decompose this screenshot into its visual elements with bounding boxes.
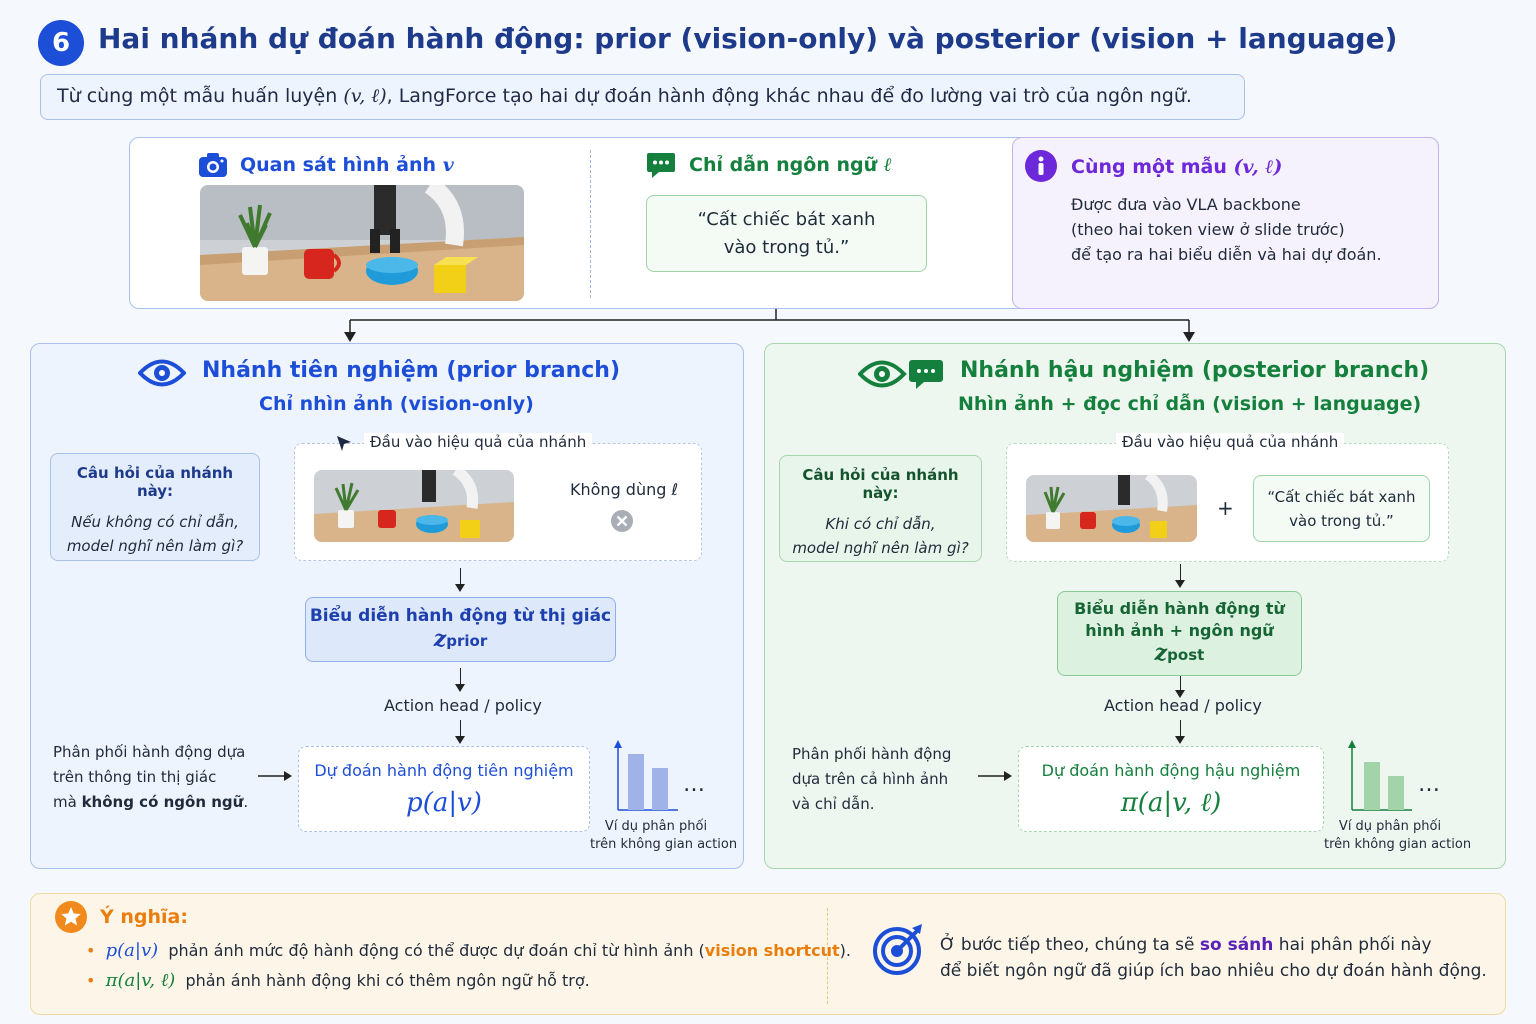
eye-icon [137,356,187,394]
next-step-line2: để biết ngôn ngữ đã giúp ích bao nhiêu c… [940,961,1487,981]
eye-chat-icon [857,356,944,396]
posterior-input-image [1026,475,1197,542]
posterior-instruction-box: “Cất chiếc bát xanh vào trong tủ.” [1253,475,1430,542]
posterior-arrow-3 [1175,720,1185,744]
posterior-representation-box: Biểu diễn hành động từ hình ảnh + ngôn n… [1057,591,1302,676]
z-prior: zprior [433,626,488,652]
star-icon [54,900,88,938]
same-sample-text: Được đưa vào VLA backbone (theo hai toke… [1071,192,1382,267]
posterior-branch-subtitle: Nhìn ảnh + đọc chỉ dẫn (vision + languag… [958,393,1422,415]
instruction-text-line2: vào trong tủ.” [723,237,850,258]
x-circle-icon [610,509,634,537]
input-divider [590,150,591,298]
same-sample-line1: Được đưa vào VLA backbone [1071,195,1301,214]
next-step-line1: Ở bước tiếp theo, chúng ta sẽ so sánh ha… [940,935,1432,955]
target-icon [872,922,926,980]
prior-arrow-1 [455,568,465,592]
z-post: zpost [1154,640,1205,666]
prior-distribution-line1: Phân phối hành động dựa [53,743,246,761]
subtitle-suffix: , LangForce tạo hai dự đoán hành động kh… [386,85,1192,107]
prior-representation-label: Biểu diễn hành động từ thị giác [309,606,612,626]
observation-image [200,185,524,301]
chat-icon [646,150,676,184]
prior-arrow-3 [455,720,465,744]
meaning-bullet-2: • π(a|v, ℓ) phản ánh hành động khi có th… [86,970,590,991]
prior-distribution-line2: trên thông tin thị giác [53,768,217,786]
info-icon [1025,150,1057,186]
prior-side-arrow [258,771,292,781]
prior-question-line2: model nghĩ nên làm gì? [66,537,244,555]
posterior-arrow-1 [1175,564,1185,588]
subtitle-prefix: Từ cùng một mẫu huấn luyện [57,85,344,107]
prior-distribution-line3: mà không có ngôn ngữ. [53,793,249,811]
posterior-distribution-text: Phân phối hành động dựa trên cả hình ảnh… [792,745,952,813]
same-sample-line3: để tạo ra hai biểu diễn và hai dự đoán. [1071,245,1382,264]
instruction-title: Chỉ dẫn ngôn ngữ ℓ [689,154,892,176]
posterior-question-box: Câu hỏi của nhánh này: Khi có chỉ dẫn, m… [779,455,982,562]
prior-effective-input-label: Đầu vào hiệu quả của nhánh [364,433,593,451]
posterior-prediction-formula: π(a|v, ℓ) [1120,788,1222,818]
meaning-divider [827,908,828,1004]
prior-input-image [314,470,514,542]
prior-question-box: Câu hỏi của nhánh này: Nếu không có chỉ … [50,453,260,561]
posterior-distribution-chart [1348,740,1412,811]
prior-no-language-label: Không dùng ℓ [570,480,679,499]
next-step-text: Ở bước tiếp theo, chúng ta sẽ so sánh ha… [940,932,1487,984]
posterior-question-line2: model nghĩ nên làm gì? [792,539,969,557]
prior-action-head-label: Action head / policy [384,696,542,715]
same-sample-title: Cùng một mẫu (v, ℓ) [1071,156,1283,178]
subtitle-formula: (v, ℓ) [343,85,387,107]
prior-chart-ellipsis: … [683,772,705,797]
meaning-title: Ý nghĩa: [100,906,188,928]
posterior-side-arrow [978,771,1012,781]
prior-question-head: Câu hỏi của nhánh này: [76,464,234,500]
posterior-prediction-title: Dự đoán hành động hậu nghiệm [1041,761,1301,780]
subtitle-box: Từ cùng một mẫu huấn luyện (v, ℓ), LangF… [40,74,1245,120]
observation-title: Quan sát hình ảnh v [240,154,454,176]
camera-icon [198,152,228,182]
posterior-prediction-box: Dự đoán hành động hậu nghiệm π(a|v, ℓ) [1018,746,1324,832]
posterior-question-head: Câu hỏi của nhánh này: [802,466,959,502]
prior-branch-subtitle: Chỉ nhìn ảnh (vision-only) [259,393,534,415]
posterior-effective-input-label: Đầu vào hiệu quả của nhánh [1116,433,1345,451]
meaning-panel [30,893,1506,1015]
prior-arrow-2 [455,668,465,692]
same-sample-line2: (theo hai token view ở slide trước) [1071,220,1345,239]
prior-chart-caption: Ví dụ phân phối trên không gian action [590,819,738,852]
same-sample-card [1012,137,1439,309]
posterior-chart-ellipsis: … [1418,772,1440,797]
meaning-bullet-1: • p(a|v) phản ánh mức độ hành động có th… [86,940,851,961]
prior-branch-title: Nhánh tiên nghiệm (prior branch) [202,358,620,383]
instruction-box: “Cất chiếc bát xanh vào trong tủ.” [646,195,927,272]
prior-representation-box: Biểu diễn hành động từ thị giác zprior [305,597,616,662]
prior-question-line1: Nếu không có chỉ dẫn, [71,513,239,531]
prior-distribution-text: Phân phối hành động dựa trên thông tin t… [53,740,248,815]
cursor-arrow-icon [334,433,354,457]
posterior-question-line1: Khi có chỉ dẫn, [825,515,936,533]
prior-prediction-box: Dự đoán hành động tiên nghiệm p(a|v) [298,746,590,832]
instruction-text-line1: “Cất chiếc bát xanh [697,209,876,230]
step-number-badge: 6 [38,20,84,66]
posterior-plus-sign: + [1217,496,1234,520]
posterior-branch-title: Nhánh hậu nghiệm (posterior branch) [960,358,1430,383]
posterior-action-head-label: Action head / policy [1104,696,1262,715]
page-title: Hai nhánh dự đoán hành động: prior (visi… [98,22,1398,55]
posterior-chart-caption: Ví dụ phân phối trên không gian action [1324,819,1472,852]
prior-prediction-formula: p(a|v) [406,788,482,818]
posterior-arrow-2 [1175,676,1185,698]
prior-distribution-chart [614,740,678,811]
prior-prediction-title: Dự đoán hành động tiên nghiệm [314,761,574,780]
